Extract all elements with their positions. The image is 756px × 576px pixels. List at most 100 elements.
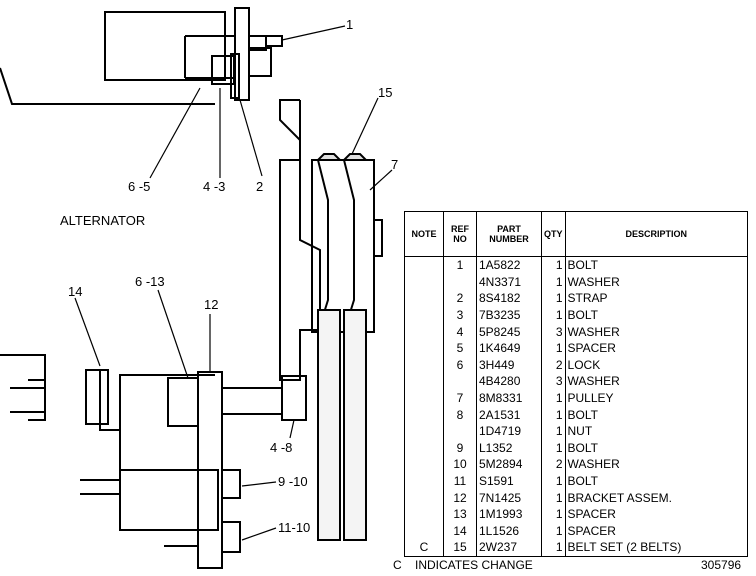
- cell-ref-no: 12: [443, 489, 477, 506]
- cell-note: [404, 273, 444, 291]
- bolt-shank-4-8: [222, 387, 282, 415]
- cell-note: [404, 290, 444, 307]
- callout-9-10: 9 -10: [278, 474, 308, 489]
- cell-note: [404, 339, 444, 357]
- callout-1: 1: [346, 17, 354, 32]
- callout-15: 15: [378, 85, 393, 100]
- cell-part-number: L1352: [476, 439, 542, 457]
- belt-top-left: [315, 153, 343, 161]
- cell-ref-no: 15: [443, 539, 477, 557]
- callout-4-3: 4 -3: [203, 179, 226, 194]
- cell-part-number: 8S4182: [476, 290, 542, 307]
- leader-6-5: [149, 87, 201, 179]
- cell-qty: 1: [541, 406, 566, 423]
- callout-4-8: 4 -8: [270, 440, 293, 455]
- leader-9-10: [241, 481, 277, 487]
- alternator-edge: [0, 67, 215, 105]
- cell-description: SPACER: [564, 339, 749, 357]
- cell-description: WASHER: [564, 273, 749, 291]
- cell-ref-no: 1: [443, 256, 477, 274]
- callout-7: 7: [391, 157, 399, 172]
- cell-description: NUT: [564, 422, 749, 440]
- leader-1: [281, 25, 346, 41]
- cell-qty: 1: [541, 422, 566, 440]
- cell-part-number: 5M2894: [476, 456, 542, 473]
- cell-part-number: 1K4649: [476, 339, 542, 357]
- belt-right: [343, 309, 367, 541]
- callout-6-5: 6 -5: [128, 179, 151, 194]
- cell-note: [404, 456, 444, 473]
- alternator-housing-outline: [104, 11, 226, 81]
- cell-note: [404, 439, 444, 457]
- callout-14: 14: [68, 284, 83, 299]
- cell-part-number: 1M1993: [476, 505, 542, 523]
- cell-ref-no: [443, 273, 477, 291]
- callout-12: 12: [204, 297, 219, 312]
- bolt-shaft-upper: [184, 35, 235, 79]
- cell-qty: 1: [541, 389, 566, 407]
- header-part-number: PART NUMBER: [476, 211, 542, 257]
- cell-description: BOLT: [564, 439, 749, 457]
- cell-note: [404, 356, 444, 374]
- cell-note: [404, 389, 444, 407]
- callout-11-10: 11-10: [278, 520, 311, 535]
- cell-note: [404, 373, 444, 390]
- cell-note: [404, 505, 444, 523]
- leader-14: [74, 297, 101, 367]
- cell-description: BOLT: [564, 306, 749, 324]
- cell-qty: 1: [541, 306, 566, 324]
- cell-part-number: 1D4719: [476, 422, 542, 440]
- strap-tab: [248, 47, 272, 77]
- cell-qty: 2: [541, 456, 566, 473]
- cell-qty: 1: [541, 489, 566, 506]
- bolt-tip-1: [265, 35, 283, 47]
- cell-note: [404, 422, 444, 440]
- bolt-11: [221, 521, 241, 553]
- cell-ref-no: 7: [443, 389, 477, 407]
- cell-ref-no: [443, 373, 477, 390]
- spacer-13: [167, 377, 199, 427]
- engine-cover-outline: [279, 99, 321, 381]
- cell-note: C: [404, 539, 444, 557]
- cell-description: BRACKET ASSEM.: [564, 489, 749, 506]
- bolt-11-stud: [164, 529, 198, 547]
- cell-qty: 1: [541, 256, 566, 274]
- cell-description: SPACER: [564, 522, 749, 540]
- cell-note: [404, 306, 444, 324]
- leader-7: [369, 169, 393, 191]
- cell-ref-no: 3: [443, 306, 477, 324]
- callout-6-13: 6 -13: [135, 274, 165, 289]
- cell-part-number: 4N3371: [476, 273, 542, 291]
- cell-note: [404, 406, 444, 423]
- cell-qty: 1: [541, 539, 566, 557]
- pulley-groove-right: [343, 159, 355, 333]
- cell-description: BELT SET (2 BELTS): [564, 539, 749, 557]
- bolt-9-stud: [80, 479, 120, 495]
- cell-description: BOLT: [564, 406, 749, 423]
- cell-qty: 3: [541, 323, 566, 340]
- cell-part-number: 7B3235: [476, 306, 542, 324]
- cell-qty: 1: [541, 522, 566, 540]
- cell-description: BOLT: [564, 256, 749, 274]
- cell-note: [404, 256, 444, 274]
- cell-part-number: 2W237: [476, 539, 542, 557]
- leader-6-13: [157, 289, 189, 379]
- leader-2: [239, 99, 263, 177]
- cell-description: WASHER: [564, 456, 749, 473]
- cell-part-number: 1L1526: [476, 522, 542, 540]
- cell-qty: 1: [541, 439, 566, 457]
- cell-ref-no: 2: [443, 290, 477, 307]
- cell-ref-no: 9: [443, 439, 477, 457]
- cell-description: STRAP: [564, 290, 749, 307]
- cell-part-number: 5P8245: [476, 323, 542, 340]
